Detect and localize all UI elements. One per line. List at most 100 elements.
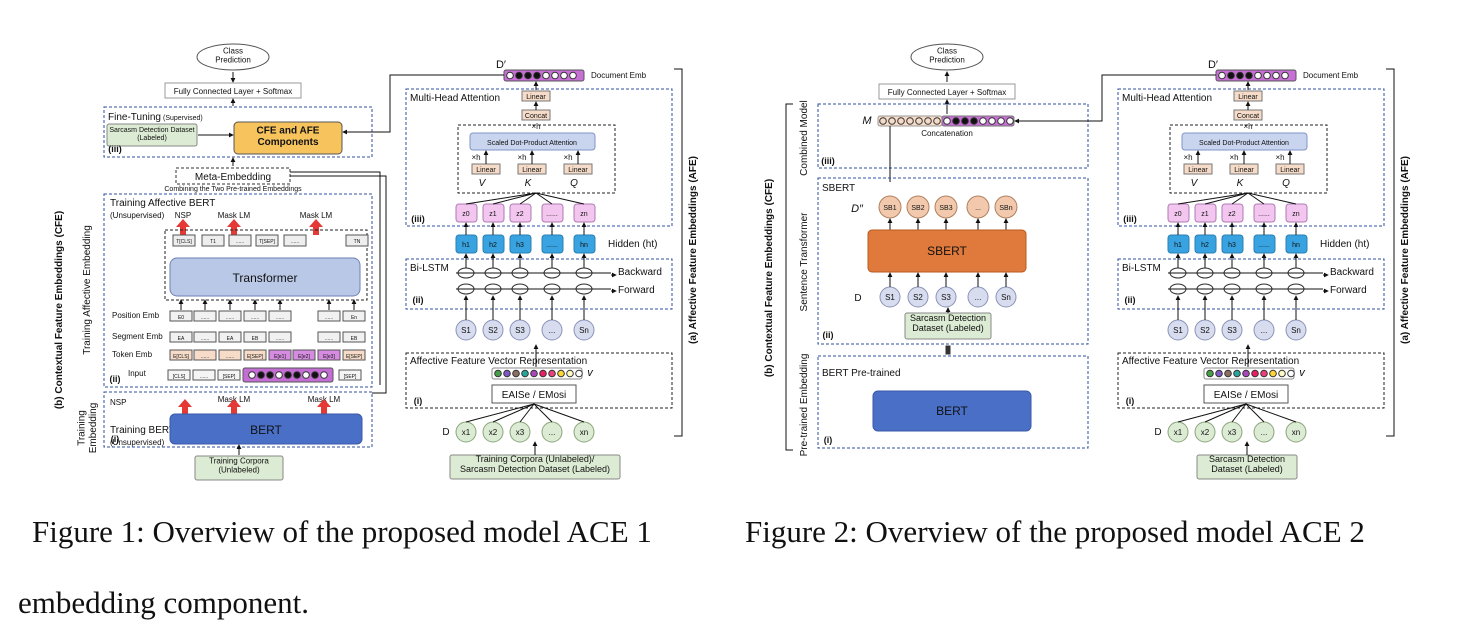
f1-afe-affective-box xyxy=(405,352,673,409)
f2-afe-doc-emb-dot xyxy=(1227,71,1235,80)
f2-afe-xh-1: ×h xyxy=(1229,153,1238,162)
f2-afe-marker-iii: (iii) xyxy=(1123,214,1137,224)
f1-afe-z-fan-4 xyxy=(535,192,585,205)
f1-position-token xyxy=(218,310,242,322)
f2-m-right-dot xyxy=(961,117,969,125)
f1-position-token xyxy=(193,310,217,322)
f1-fine-tuning: Fine-Tuning xyxy=(108,112,161,123)
f1-afe-h-label-0: h1 xyxy=(462,242,470,249)
f1-afe-xh-top: ×h xyxy=(531,122,540,131)
f2-afe-s-label-1: S2 xyxy=(1200,326,1210,335)
f1-afe-doc-emb-dot xyxy=(533,71,541,80)
f1-position-token xyxy=(342,310,366,322)
f1-fc-layer xyxy=(164,82,302,99)
f2-afe-x-fan-2 xyxy=(1231,403,1247,423)
f1-unsupervised-1: (Unsupervised) xyxy=(110,211,165,220)
f2-concatenation: Concatenation xyxy=(921,129,973,138)
figure2-caption-line1: Figure 2: Overview of the proposed model… xyxy=(745,514,1365,549)
f1-top-token-label: ...... xyxy=(236,239,244,245)
f1-top-token-label: T[SEP] xyxy=(259,239,275,245)
f2-afe-z-fan-4 xyxy=(1247,192,1297,205)
f2-m-right-dot xyxy=(943,117,951,125)
f2-afe-h-label-4: hn xyxy=(1292,242,1300,249)
f1-afe-s-label-2: S3 xyxy=(515,326,525,335)
f1-transformer-dashed xyxy=(164,229,368,301)
f1-position-token-label: ...... xyxy=(325,315,333,321)
f1-segment-token xyxy=(218,331,242,343)
f2-m-right-dot xyxy=(970,117,978,125)
f2-afe-z-fan-0 xyxy=(1177,192,1249,205)
f2-sb-label-4: SBn xyxy=(999,205,1012,212)
f2-m-right-dot xyxy=(1006,117,1014,125)
f1-position-token-label: ...... xyxy=(251,315,259,321)
f2-afe-mha-label: Multi-Head Attention xyxy=(1122,93,1212,104)
f1-bert: BERT xyxy=(250,423,282,437)
f1-token-token-label: E[CLS] xyxy=(173,354,189,360)
f2-afe-x-label-3: ... xyxy=(1261,428,1268,437)
f1-input-affective-dot xyxy=(248,371,256,379)
f2-bert-to-sbert-bar xyxy=(945,345,951,355)
f1-afe-z-3 xyxy=(541,203,564,223)
f1-position-token-label: ...... xyxy=(226,315,234,321)
f1-afe-z-label-1: z1 xyxy=(489,211,497,218)
f1-afe-side-label: (a) Affective Feature Embeddings (AFE) xyxy=(688,156,699,344)
f1-token-emb: Token Emb xyxy=(112,350,153,359)
f1-position-token-label: En xyxy=(351,315,357,321)
f1-afe-x-fan-3 xyxy=(533,403,553,423)
f2-sb-4 xyxy=(994,195,1018,219)
f1-segment-token xyxy=(317,331,341,343)
f2-afe-h-label-1: h2 xyxy=(1201,242,1209,249)
f1-docemb-to-cfe xyxy=(342,74,504,135)
f1-nsp-1: NSP xyxy=(175,211,191,220)
f2-afe-affective-strip-dot xyxy=(1251,369,1259,378)
f1-input: Input xyxy=(128,369,147,378)
f1-top-token-label: TN xyxy=(354,239,361,245)
f2-afe-affective-strip-dot xyxy=(1287,369,1295,378)
f2-afe-x-fan-4 xyxy=(1245,403,1297,423)
f1-afe-linear-0-label: Linear xyxy=(476,167,496,174)
figure1-caption-line2: embedding component. xyxy=(18,585,309,620)
f2-afe-doc-emb-dot xyxy=(1254,71,1262,80)
f1-segment-token xyxy=(268,331,292,343)
f1-training-affective-bert: Training Affective BERT xyxy=(110,198,215,209)
f1-sarcasm-dataset xyxy=(106,123,198,147)
f2-sb-1 xyxy=(906,195,930,219)
f1-afe-q: Q xyxy=(570,178,578,189)
f2-m-right-dot xyxy=(997,117,1005,125)
f2-afe-affective-strip-dot xyxy=(1260,369,1268,378)
f1-input-affective-dot xyxy=(257,371,265,379)
f1-token-token xyxy=(218,349,242,361)
f2-sentence-box xyxy=(817,177,1089,345)
f1-afe-x-label-4: xn xyxy=(580,428,588,437)
figure1-caption-line1: Figure 1: Overview of the proposed model… xyxy=(32,514,652,549)
f2-sentence-transformer: Sentence Transformer xyxy=(799,212,810,312)
f1-afe-h-label-4: hn xyxy=(580,242,588,249)
f1-afe-h-label-3: ...... xyxy=(546,242,558,249)
f1-segment-token-label: EA xyxy=(178,336,185,342)
f2-afe-z-fan-3 xyxy=(1247,192,1265,205)
f2-afe-document-emb: Document Emb xyxy=(1303,71,1359,80)
f1-training-corpora xyxy=(194,455,284,481)
f2-afe-affective-strip-dot xyxy=(1233,369,1241,378)
f1-afe-marker-i: (i) xyxy=(414,396,423,406)
f1-input-dots xyxy=(192,369,216,381)
f1-afe-side-bracket xyxy=(674,68,683,437)
f2-afe-z-label-1: z1 xyxy=(1201,211,1209,218)
f1-afe-affective-vector: Affective Feature Vector Representation xyxy=(410,356,587,367)
f1-cfe-afe-box xyxy=(233,121,343,155)
f2-m-right-dot xyxy=(979,117,987,125)
f1-afe-linear-top-label: Linear xyxy=(526,94,546,101)
f1-input-affective-dot xyxy=(320,371,328,379)
f1-token-token-label: E[SEP] xyxy=(346,354,363,360)
f1-input-affective-dot xyxy=(311,371,319,379)
f1-afe-z-label-3: ...... xyxy=(546,211,558,218)
f1-afe-doc-emb-dot xyxy=(551,71,559,80)
f1-afe-s-label-4: Sn xyxy=(579,326,589,335)
f2-m-right-dot xyxy=(988,117,996,125)
f2-afe-doc-emb-dot xyxy=(1218,71,1226,80)
f1-afe-doc-emb-dot xyxy=(524,71,532,80)
